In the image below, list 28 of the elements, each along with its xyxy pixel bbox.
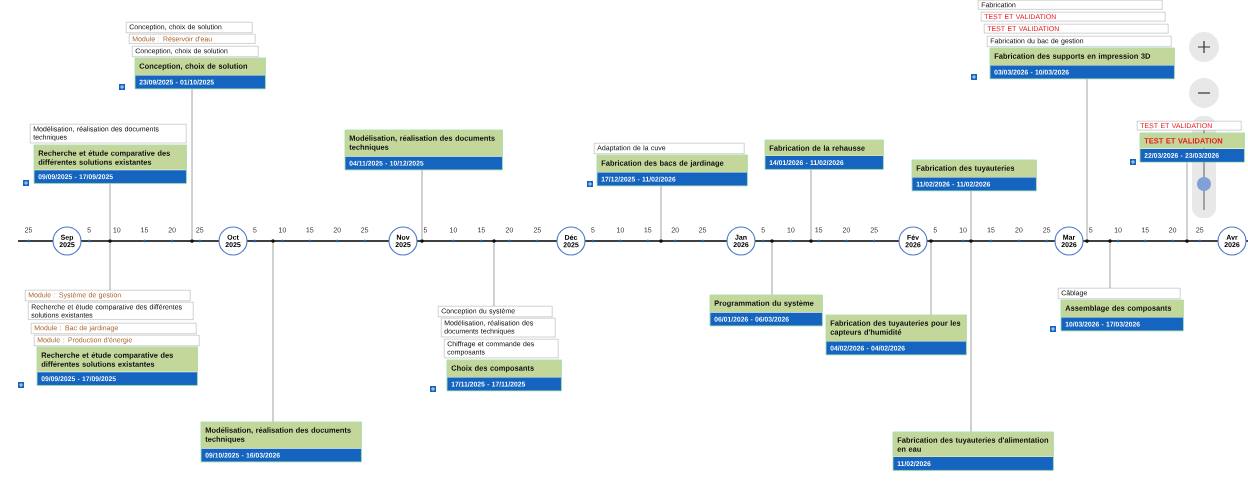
leader-line	[1109, 242, 1111, 289]
leader-line	[970, 190, 972, 240]
axis-point	[809, 239, 813, 243]
axis-point	[420, 239, 424, 243]
leader-line	[109, 242, 111, 291]
axis-point	[1085, 239, 1089, 243]
leader-line	[1186, 162, 1188, 240]
axis-point	[108, 239, 112, 243]
leader-line	[421, 169, 423, 240]
axis-point	[659, 239, 663, 243]
axis-point	[770, 239, 774, 243]
leader-line	[970, 242, 972, 433]
axis-point	[929, 239, 933, 243]
axis-point	[492, 239, 496, 243]
leader-line	[1086, 78, 1088, 240]
leader-line	[191, 88, 193, 240]
leader-line	[493, 242, 495, 307]
axis-point	[1108, 239, 1112, 243]
leader-line	[930, 242, 932, 316]
axis-point	[190, 239, 194, 243]
axis-point	[1185, 239, 1189, 243]
leader-line	[109, 183, 111, 240]
axis-point	[969, 239, 973, 243]
leader-line	[771, 242, 773, 296]
leader-line	[272, 242, 274, 423]
axis-point	[271, 239, 275, 243]
leader-line	[810, 169, 812, 240]
leader-line	[660, 185, 662, 240]
